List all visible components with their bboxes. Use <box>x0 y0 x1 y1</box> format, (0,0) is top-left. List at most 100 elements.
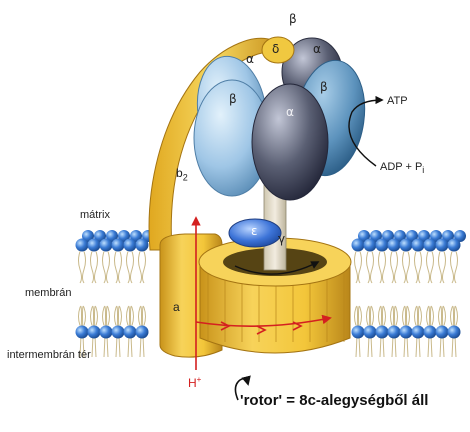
lipid-head-bottom <box>399 325 413 339</box>
lipid-tail <box>406 251 410 284</box>
label-intermembrane: intermembrán tér <box>7 349 91 361</box>
lipid-head-top <box>423 238 437 252</box>
lipid-head-top-back <box>118 230 130 242</box>
lipid-head-top <box>75 238 89 252</box>
proton-rotor-arrow <box>195 314 332 327</box>
label-b2-sub: 2 <box>182 172 188 183</box>
label-a-subunit: a <box>173 300 180 314</box>
label-adp-text: ADP + P <box>380 161 423 173</box>
label-gamma: γ <box>278 232 286 246</box>
lipid-head-bottom <box>75 325 89 339</box>
alpha-subunit-front <box>251 83 329 201</box>
lipid-head-top <box>123 238 137 252</box>
lipid-tail <box>370 251 374 284</box>
rotor-note: 'rotor' = 8c-alegységből áll <box>240 392 429 409</box>
label-alpha-front: α <box>286 105 294 119</box>
label-atp: ATP <box>387 95 408 107</box>
proton-flow-chevron <box>220 321 231 331</box>
lipid-head-top-back <box>358 230 370 242</box>
lipid-head-top <box>375 238 389 252</box>
label-proton-text: H <box>188 376 197 390</box>
proton-flow-chevron <box>292 321 303 331</box>
label-beta-left: β <box>229 92 237 106</box>
lipid-head-top-back <box>82 230 94 242</box>
label-adp: ADP + Pi <box>380 161 424 175</box>
lipid-tail <box>402 251 406 284</box>
lipid-tail <box>138 251 142 284</box>
lipid-head-top <box>399 238 413 252</box>
lipid-head-top <box>411 238 425 252</box>
lipid-head-bottom <box>135 325 149 339</box>
lipid-head-bottom <box>111 325 125 339</box>
lipid-head-top-back <box>94 230 106 242</box>
lipid-tail <box>390 251 394 284</box>
lipid-head-bottom <box>87 325 101 339</box>
lipid-head-top-back <box>130 230 142 242</box>
lipid-head-bottom <box>423 325 437 339</box>
lipid-head-top <box>363 238 377 252</box>
lipid-head-bottom <box>99 325 113 339</box>
lipid-tail <box>130 251 134 284</box>
lipid-head-top <box>447 238 461 252</box>
lipid-head-top-back <box>442 230 454 242</box>
label-b2: b2 <box>176 166 188 182</box>
label-b2-text: b <box>176 166 183 180</box>
label-beta-right: β <box>320 80 328 94</box>
lipid-head-bottom <box>363 325 377 339</box>
lipid-head-top-back <box>394 230 406 242</box>
membrane-lipid-heads <box>75 230 466 339</box>
lipid-head-top <box>351 238 365 252</box>
f1-head <box>193 36 366 201</box>
lipid-tail <box>118 251 122 284</box>
atp-synthesis-arrow <box>348 95 384 167</box>
lipid-head-top-back <box>406 230 418 242</box>
lipid-tail <box>414 251 418 284</box>
lipid-tail <box>90 251 94 284</box>
delta-subunit <box>261 36 295 64</box>
label-alpha-top-right: α <box>313 42 321 56</box>
label-proton: H+ <box>188 375 201 390</box>
lipid-head-top-back <box>418 230 430 242</box>
rotor-note-arrow <box>234 375 251 401</box>
proton-flow-chevron <box>256 325 267 335</box>
lipid-tail <box>142 251 146 284</box>
lipid-tail <box>82 251 86 284</box>
lipid-tail <box>78 251 82 284</box>
lipid-head-bottom <box>387 325 401 339</box>
lipid-tail <box>450 251 454 284</box>
lipid-tail <box>114 251 118 284</box>
lipid-tail <box>354 251 358 284</box>
label-adp-sub: i <box>422 165 425 176</box>
lipid-tail <box>378 251 382 284</box>
lipid-head-top-back <box>382 230 394 242</box>
label-matrix: mátrix <box>80 209 110 221</box>
label-delta: δ <box>272 42 280 56</box>
lipid-tail <box>438 251 442 284</box>
lipid-tail <box>426 251 430 284</box>
lipid-head-top <box>99 238 113 252</box>
lipid-tail <box>94 251 98 284</box>
lipid-head-top <box>111 238 125 252</box>
label-membrane: membrán <box>25 287 72 299</box>
lipid-tail <box>358 251 362 284</box>
label-beta-top: β <box>289 12 297 26</box>
lipid-tail <box>430 251 434 284</box>
lipid-head-top <box>435 238 449 252</box>
lipid-head-top <box>387 238 401 252</box>
lipid-head-top-back <box>430 230 442 242</box>
lipid-head-bottom <box>447 325 461 339</box>
lipid-tail <box>126 251 130 284</box>
lipid-head-bottom <box>351 325 365 339</box>
lipid-head-top <box>135 238 149 252</box>
lipid-tail <box>454 251 458 284</box>
lipid-tail <box>102 251 106 284</box>
lipid-head-top-back <box>106 230 118 242</box>
lipid-head-bottom <box>435 325 449 339</box>
label-alpha-top-left: α <box>246 52 254 66</box>
lipid-head-top-back <box>454 230 466 242</box>
lipid-head-bottom <box>411 325 425 339</box>
lipid-tail <box>442 251 446 284</box>
label-epsilon: ε <box>251 224 258 238</box>
lipid-tail <box>418 251 422 284</box>
